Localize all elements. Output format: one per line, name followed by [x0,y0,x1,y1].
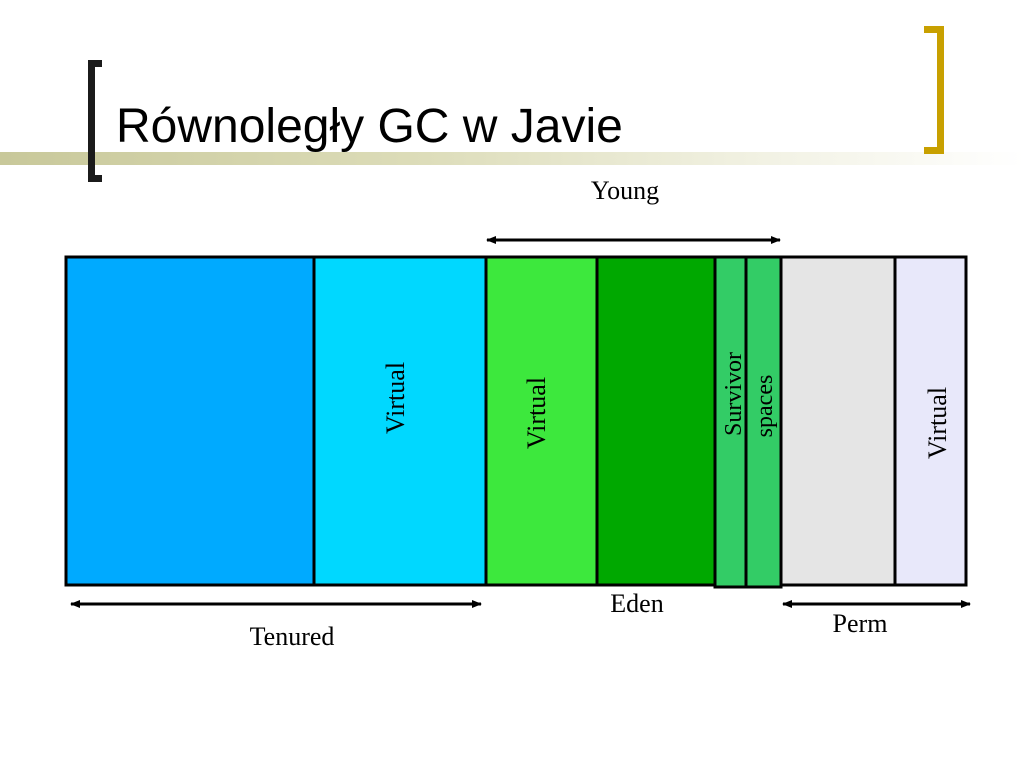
label-spaces: spaces [752,375,778,438]
segment-tenured [64,255,316,587]
segment-perm [779,255,897,587]
label-eden: Eden [610,589,663,618]
segment-survivor-1 [713,255,748,589]
segment-young-virtual [484,255,599,587]
segment-eden [595,255,717,587]
slide-title: Równoległy GC w Javie [116,100,623,153]
segment-perm-virtual [893,255,968,587]
label-survivor: Survivor [721,352,747,436]
label-tenured: Tenured [250,622,335,651]
label-young: Young [591,176,659,205]
label-tenured-virtual: Virtual [381,362,410,434]
label-perm: Perm [833,609,888,638]
label-young-virtual: Virtual [522,377,551,449]
title-underline-bar [0,152,1024,165]
label-perm-virtual: Virtual [923,387,952,459]
heap-segments [64,255,968,589]
right-bracket-decoration [924,26,944,154]
left-bracket-decoration [88,60,102,182]
